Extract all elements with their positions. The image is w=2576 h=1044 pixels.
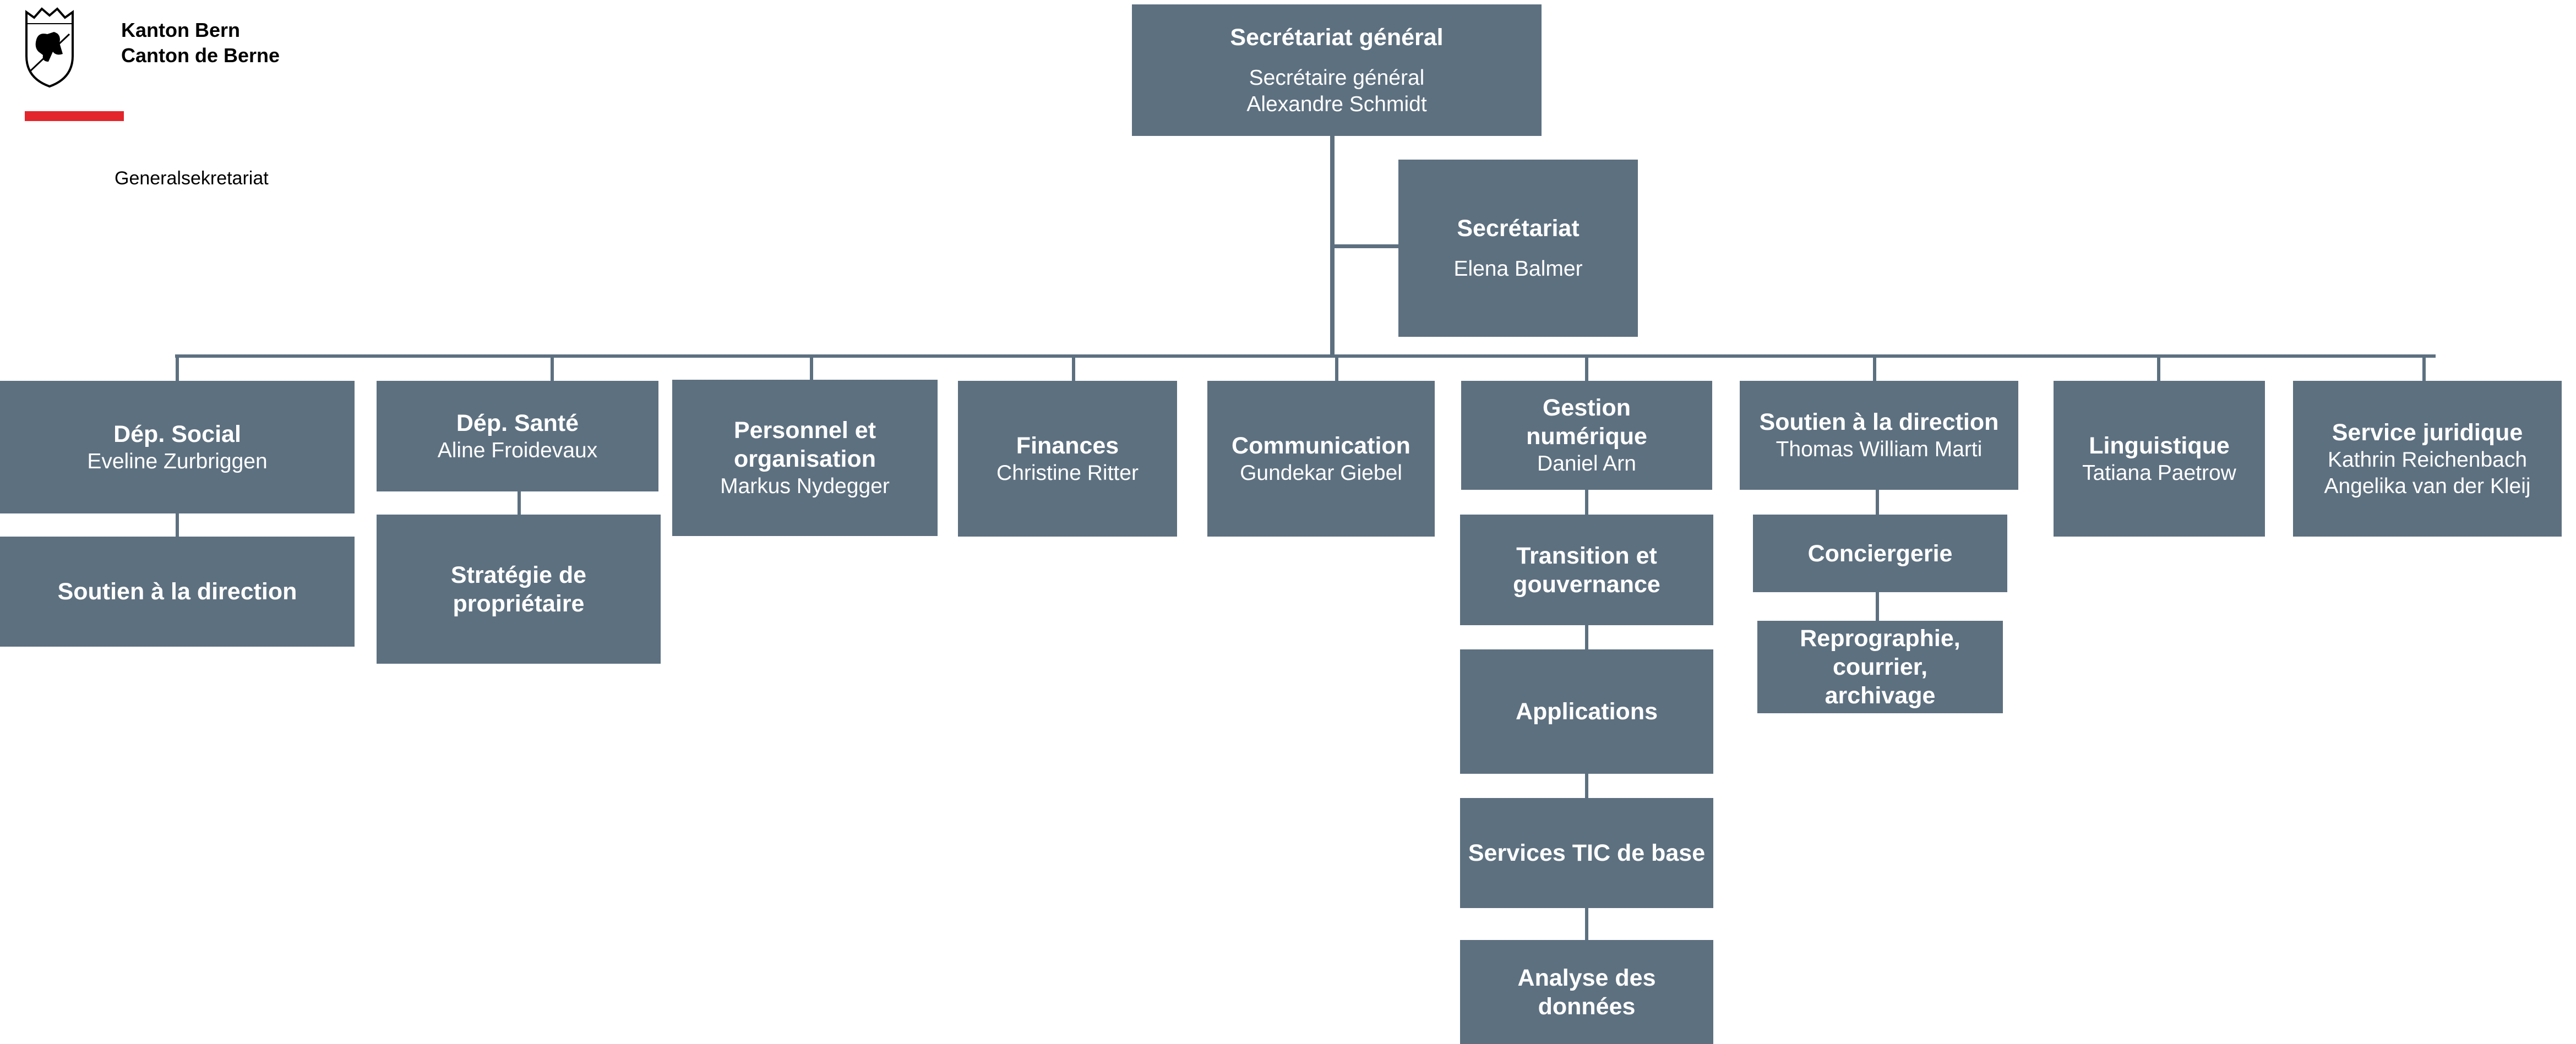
box-title: Communication [1232,432,1410,459]
connector-bus [175,354,2436,358]
connector-child [1585,908,1588,940]
box-title: Conciergerie [1807,540,1953,567]
box-title: Gestion numérique [1526,395,1647,450]
box-person: Tatiana Paetrow [2082,461,2236,485]
box-person: Aline Froidevaux [437,438,598,462]
org-box-soutien-direction[interactable]: Soutien à la direction Thomas William Ma… [1740,381,2018,490]
box-person: Christine Ritter [996,461,1139,485]
org-box-gestion-numerique[interactable]: Gestion numérique Daniel Arn [1461,381,1712,490]
box-title: Soutien à la direction [1759,409,1999,435]
org-box-reprographie[interactable]: Reprographie, courrier, archivage [1757,621,2003,713]
connector-child [1876,490,1879,515]
org-box-secretariat[interactable]: Secrétariat Elena Balmer [1398,160,1638,337]
org-box-conciergerie[interactable]: Conciergerie [1753,515,2007,592]
org-box-dep-social[interactable]: Dép. Social Eveline Zurbriggen [0,381,355,513]
canton-name: Kanton Bern Canton de Berne [121,18,280,68]
connector-child [518,491,521,515]
box-title: Transition et gouvernance [1513,542,1660,598]
box-title: Personnel et organisation [733,417,876,472]
connector-drop [176,354,179,383]
box-role: Secrétaire général [1249,65,1425,90]
org-box-analyse-donnees[interactable]: Analyse des données [1460,940,1713,1044]
box-person: Daniel Arn [1537,452,1636,475]
box-person: Gundekar Giebel [1240,461,1402,485]
org-box-soutien-direction-social[interactable]: Soutien à la direction [0,537,355,647]
canton-name-fr: Canton de Berne [121,44,280,67]
accent-bar [25,111,124,121]
box-title: Dép. Social [113,420,241,447]
box-person: Elena Balmer [1453,257,1583,281]
box-person: Kathrin Reichenbach [2327,447,2528,472]
connector-drop [810,354,813,381]
org-box-secretariat-general[interactable]: Secrétariat général Secrétaire général A… [1132,4,1542,136]
org-box-transition-gouvernance[interactable]: Transition et gouvernance [1460,515,1713,625]
box-title: Services TIC de base [1468,840,1706,866]
connector-child [1585,625,1588,649]
connector-drop [2422,354,2426,383]
connector-secretariat [1332,244,1402,248]
org-box-strategie-proprietaire[interactable]: Stratégie de propriétaire [377,515,661,664]
connector-drop [1585,354,1588,383]
bern-coat-of-arms-logo [25,7,74,88]
org-box-communication[interactable]: Communication Gundekar Giebel [1207,381,1435,537]
connector-drop [1873,354,1876,383]
connector-drop [2157,354,2160,383]
org-box-service-juridique[interactable]: Service juridique Kathrin Reichenbach An… [2293,381,2562,537]
connector-drop [1072,354,1075,383]
canton-name-de: Kanton Bern [121,19,240,41]
box-title: Secrétariat général [1230,24,1444,51]
department-label: Generalsekretariat [115,168,269,189]
box-title: Dép. Santé [456,409,579,436]
box-person: Thomas William Marti [1776,438,1983,461]
connector-child [176,513,179,537]
box-title: Reprographie, courrier, archivage [1800,625,1960,709]
org-box-personnel[interactable]: Personnel et organisation Markus Nydegge… [672,380,938,536]
box-person: Markus Nydegger [720,474,890,498]
box-title: Linguistique [2089,432,2230,459]
org-box-linguistique[interactable]: Linguistique Tatiana Paetrow [2054,381,2265,537]
box-title: Service juridique [2332,419,2523,446]
org-box-finances[interactable]: Finances Christine Ritter [958,381,1177,537]
box-person: Angelika van der Kleij [2324,474,2531,498]
box-title: Finances [1016,432,1119,459]
org-box-services-tic[interactable]: Services TIC de base [1460,798,1713,908]
org-box-dep-sante[interactable]: Dép. Santé Aline Froidevaux [377,381,658,491]
box-title: Soutien à la direction [57,578,297,605]
box-title: Stratégie de propriétaire [450,561,587,617]
connector-drop [1335,354,1338,383]
box-title: Applications [1515,698,1658,725]
org-box-applications[interactable]: Applications [1460,649,1713,774]
box-title: Analyse des données [1517,964,1656,1020]
connector-child [1585,774,1588,798]
connector-drop [551,354,554,383]
connector-child [1876,592,1879,621]
box-person: Alexandre Schmidt [1246,92,1427,116]
box-person: Eveline Zurbriggen [87,449,268,473]
connector-child [1585,490,1588,515]
box-title: Secrétariat [1457,215,1580,242]
